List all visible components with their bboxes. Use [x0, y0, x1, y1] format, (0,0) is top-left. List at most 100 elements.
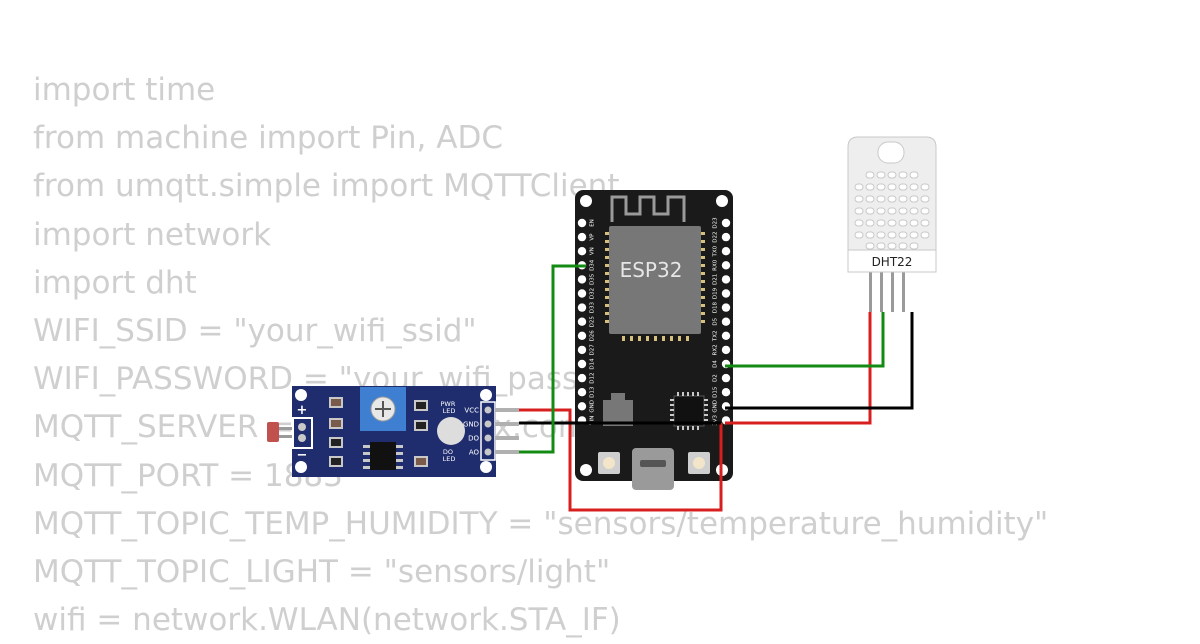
- ldr-pin[interactable]: [495, 450, 519, 454]
- ldr-pin[interactable]: [495, 408, 519, 412]
- comparator-chip: [370, 442, 396, 470]
- esp32-pin[interactable]: [577, 317, 587, 326]
- esp32-pin[interactable]: [577, 289, 587, 298]
- esp32-chip-label: ESP32: [620, 258, 683, 282]
- socket-pad: [298, 434, 306, 442]
- esp32-pin[interactable]: [577, 388, 587, 397]
- usb-uart-chip-pins: [670, 392, 708, 430]
- esp32-pin-label: D27: [590, 344, 596, 356]
- mounting-hole: [295, 461, 307, 473]
- dht22-sensor[interactable]: DHT22: [847, 136, 937, 312]
- esp32-pin[interactable]: [577, 331, 587, 340]
- dht22-leg: [891, 272, 894, 312]
- dht22-label: DHT22: [872, 255, 913, 269]
- code-line: import dht: [33, 264, 197, 301]
- esp32-pin[interactable]: [721, 331, 731, 340]
- esp32-pin-label: D4: [713, 360, 719, 368]
- ldr-pin-pad: [484, 420, 492, 428]
- esp32-pin[interactable]: [721, 388, 731, 397]
- dht22-leg: [880, 272, 883, 312]
- esp32-pin[interactable]: [721, 303, 731, 312]
- esp32-pin[interactable]: [721, 317, 731, 326]
- comparator-chip-pins: [363, 445, 403, 469]
- esp32-pin-label: GND: [713, 400, 719, 413]
- esp32-pin-label: D12: [590, 372, 596, 383]
- wire-green-ldr-ao[interactable]: [519, 264, 586, 454]
- esp32-pin[interactable]: [577, 247, 587, 256]
- esp32-pin-label: 3V3: [713, 415, 719, 426]
- esp32-pin[interactable]: [721, 289, 731, 298]
- wire-black-dht22-gnd[interactable]: [725, 312, 914, 410]
- pwr-led-label: PWR LED: [441, 400, 458, 415]
- code-line: WIFI_SSID = "your_wifi_ssid": [33, 312, 477, 349]
- dht22-leg: [869, 272, 872, 312]
- esp32-board[interactable]: ESP32 ENVPVND34D35D32D33D25D26D27D14D12D…: [575, 190, 733, 490]
- esp32-pin-label: D14: [590, 358, 596, 370]
- code-line: import time: [33, 72, 216, 108]
- esp32-pin-label: D35: [590, 273, 596, 285]
- esp32-pin-label: D25: [590, 316, 596, 328]
- esp32-pin-label: VN: [590, 247, 596, 255]
- esp32-pin[interactable]: [577, 303, 587, 312]
- code-line: from umqtt.simple import MQTTClient: [33, 168, 620, 205]
- photoresistor-socket: [292, 417, 313, 449]
- esp32-pin-label: TX2: [713, 330, 719, 342]
- esp32-pin-label: TX0: [713, 245, 719, 257]
- esp32-pin-label: D18: [713, 301, 719, 313]
- wires: [519, 264, 914, 512]
- ldr-header-outline: [480, 401, 496, 461]
- wire-green-dht22-data[interactable]: [725, 312, 885, 368]
- esp32-pin[interactable]: [721, 218, 731, 228]
- boot-button[interactable]: [688, 452, 710, 474]
- wire-red-dht22-vcc[interactable]: [725, 312, 872, 425]
- chip-pads: [605, 232, 705, 341]
- esp32-pin-label: VP: [590, 233, 596, 241]
- esp32-pin-label: D33: [590, 301, 596, 313]
- esp32-pin-label: D5: [713, 317, 719, 325]
- ldr-pin[interactable]: [495, 436, 519, 440]
- mounting-hole: [716, 195, 728, 207]
- esp32-pin-label: D32: [590, 288, 596, 299]
- photoresistor-lead: [279, 427, 293, 430]
- mounting-hole: [580, 195, 592, 207]
- esp32-pin[interactable]: [577, 402, 587, 411]
- antenna-trace: [610, 195, 686, 222]
- esp32-pin-label: EN: [590, 219, 596, 227]
- mounting-hole: [580, 464, 592, 476]
- esp32-pin[interactable]: [577, 218, 587, 228]
- esp32-pin[interactable]: [577, 345, 587, 355]
- esp32-pin[interactable]: [577, 359, 587, 369]
- esp32-pin[interactable]: [577, 373, 587, 383]
- code-line: MQTT_TOPIC_LIGHT = "sensors/light": [33, 553, 611, 590]
- esp32-pin[interactable]: [721, 232, 731, 242]
- usb-port-opening: [640, 460, 666, 467]
- esp32-pin-label: D22: [713, 231, 719, 242]
- esp32-pin-label: VIN: [590, 416, 596, 426]
- mounting-hole: [295, 389, 307, 401]
- esp32-pin[interactable]: [721, 261, 731, 270]
- esp32-pin[interactable]: [721, 345, 731, 355]
- esp32-pin[interactable]: [721, 275, 731, 284]
- esp32-pin[interactable]: [577, 232, 587, 242]
- ldr-pin[interactable]: [495, 422, 519, 426]
- indicator-led: [437, 417, 465, 445]
- esp32-pin-label: D23: [713, 217, 719, 229]
- dht22-vent-grid: [854, 171, 930, 250]
- dht22-mount-slot: [877, 141, 905, 164]
- esp32-chip-shield: [609, 226, 701, 334]
- esp32-pin-label: D2: [713, 374, 719, 382]
- en-button[interactable]: [598, 452, 620, 474]
- regulator-tab: [611, 393, 625, 401]
- esp32-pin-label: GND: [590, 400, 596, 413]
- esp32-pin-label: D13: [590, 386, 596, 398]
- ldr-pin-pad: [484, 448, 492, 456]
- esp32-pin[interactable]: [721, 247, 731, 256]
- esp32-pin-label: D19: [713, 287, 719, 299]
- esp32-pin[interactable]: [577, 275, 587, 284]
- esp32-pin-label: RX0: [713, 259, 719, 271]
- esp32-pin[interactable]: [721, 373, 731, 383]
- ldr-module[interactable]: + − PWR LED: [267, 386, 519, 477]
- plus-label: +: [297, 403, 308, 418]
- esp32-pin-label: D21: [713, 274, 719, 285]
